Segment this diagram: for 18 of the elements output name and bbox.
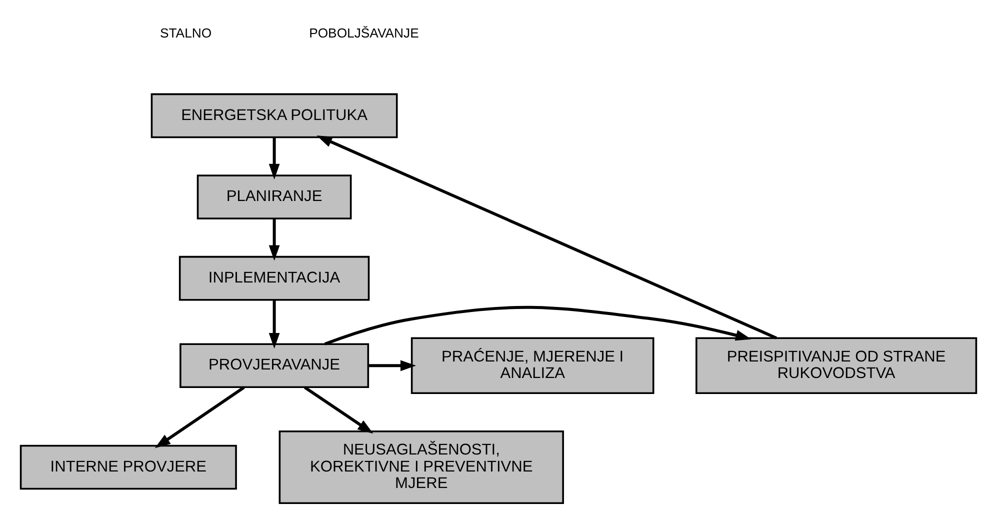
node-box: NEUSAGLAŠENOSTI, KOREKTIVNE I PREVENTIVNE MJERE — [278, 430, 564, 504]
arrow — [324, 306, 752, 346]
label: POBOLJŠAVANJE — [309, 26, 419, 41]
arrow — [268, 138, 280, 180]
node-box: INTERNE PROVJERE — [20, 444, 237, 490]
node-box: PROVJERAVANJE — [180, 343, 370, 388]
node-box: INPLEMENTACIJA — [178, 256, 370, 301]
node-box: ENERGETSKA POLITUKA — [150, 93, 398, 138]
node-box: PLANIRANJE — [196, 174, 352, 220]
node-box: PREISPITIVANJE OD STRANE RUKOVODSTVA — [696, 337, 978, 394]
arrow — [316, 136, 778, 340]
arrow — [268, 218, 280, 261]
label: STALNO — [160, 26, 212, 41]
node-box: PRAĆENJE, MJERENJE I ANALIZA — [410, 337, 654, 394]
arrow — [154, 386, 245, 448]
arrow — [368, 360, 416, 372]
arrow — [304, 386, 374, 434]
arrow — [268, 300, 280, 349]
